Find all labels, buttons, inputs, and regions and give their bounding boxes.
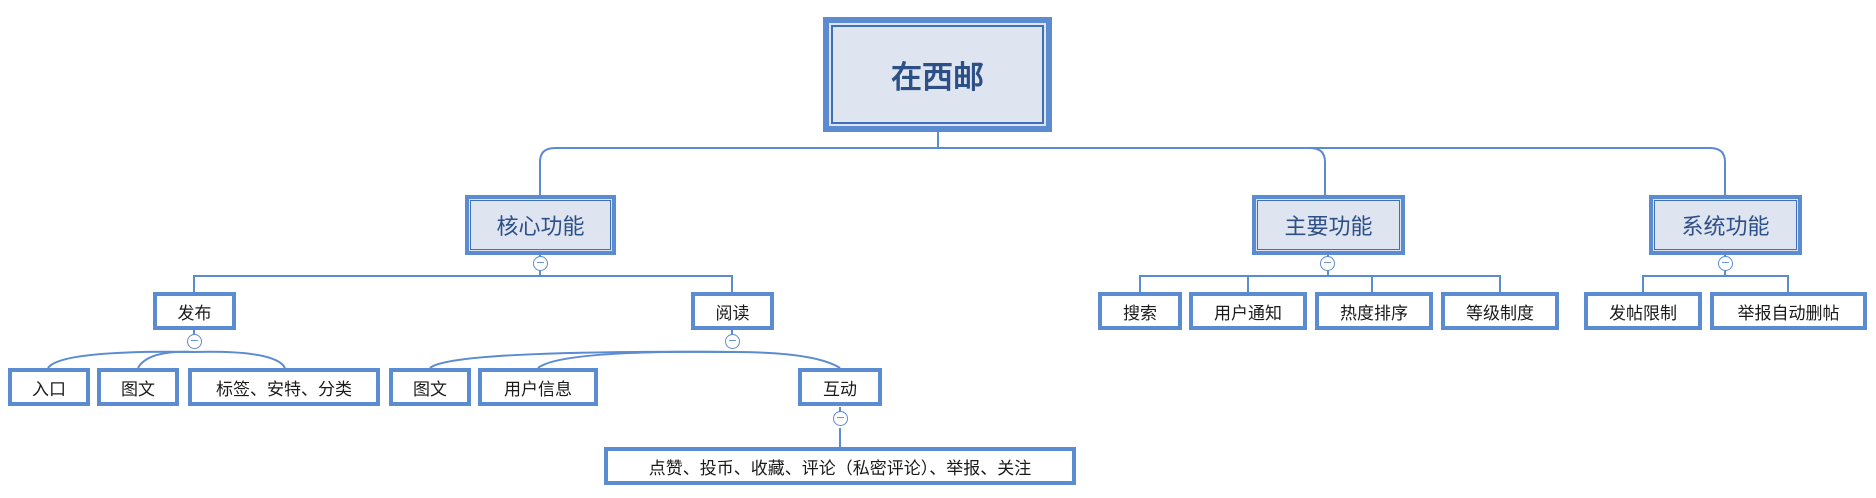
root-node[interactable]: 在西邮: [823, 17, 1052, 132]
main-item-hot-sort[interactable]: 热度排序: [1315, 292, 1433, 330]
main-item-search[interactable]: 搜索: [1098, 292, 1182, 330]
main-item-notifications[interactable]: 用户通知: [1189, 292, 1307, 330]
main-item-level-system[interactable]: 等级制度: [1441, 292, 1559, 330]
collapse-icon-publish[interactable]: −: [187, 334, 202, 349]
interact-detail-label: 点赞、投币、收藏、评论（私密评论）、举报、关注: [648, 458, 1032, 479]
root-label: 在西邮: [891, 60, 984, 96]
system-functions-label: 系统功能: [1681, 215, 1770, 240]
publish-child-label: 标签、安特、分类: [216, 379, 352, 400]
collapse-icon-system[interactable]: −: [1718, 256, 1733, 271]
read-child-label: 互动: [823, 379, 857, 400]
system-functions-node[interactable]: 系统功能: [1649, 195, 1802, 255]
read-child-label: 图文: [413, 379, 447, 400]
publish-child-tags[interactable]: 标签、安特、分类: [188, 368, 380, 406]
publish-child-label: 入口: [32, 379, 66, 400]
main-functions-node[interactable]: 主要功能: [1252, 195, 1405, 255]
main-item-label: 热度排序: [1340, 303, 1408, 324]
publish-child-label: 图文: [121, 379, 155, 400]
publish-label: 发布: [177, 303, 212, 324]
main-item-label: 等级制度: [1466, 303, 1534, 324]
read-node[interactable]: 阅读: [691, 292, 774, 330]
system-item-label: 举报自动删帖: [1737, 303, 1840, 324]
system-item-auto-delete[interactable]: 举报自动删帖: [1710, 292, 1867, 330]
read-child-label: 用户信息: [504, 379, 572, 400]
collapse-icon-core[interactable]: −: [533, 256, 548, 271]
core-functions-node[interactable]: 核心功能: [465, 195, 616, 255]
main-functions-label: 主要功能: [1284, 215, 1373, 240]
collapse-icon-read[interactable]: −: [725, 334, 740, 349]
publish-child-entry[interactable]: 入口: [8, 368, 90, 406]
interact-detail-node[interactable]: 点赞、投币、收藏、评论（私密评论）、举报、关注: [604, 447, 1076, 485]
collapse-icon-main[interactable]: −: [1320, 256, 1335, 271]
system-item-post-limit[interactable]: 发帖限制: [1584, 292, 1702, 330]
core-functions-label: 核心功能: [496, 215, 585, 240]
main-item-label: 用户通知: [1214, 303, 1282, 324]
read-child-interact[interactable]: 互动: [798, 368, 882, 406]
main-item-label: 搜索: [1123, 303, 1157, 324]
system-item-label: 发帖限制: [1609, 303, 1677, 324]
read-label: 阅读: [715, 303, 750, 324]
publish-child-graphic[interactable]: 图文: [97, 368, 179, 406]
collapse-icon-interact[interactable]: −: [833, 411, 848, 426]
read-child-user-info[interactable]: 用户信息: [478, 368, 598, 406]
publish-node[interactable]: 发布: [153, 292, 236, 330]
read-child-graphic[interactable]: 图文: [389, 368, 471, 406]
